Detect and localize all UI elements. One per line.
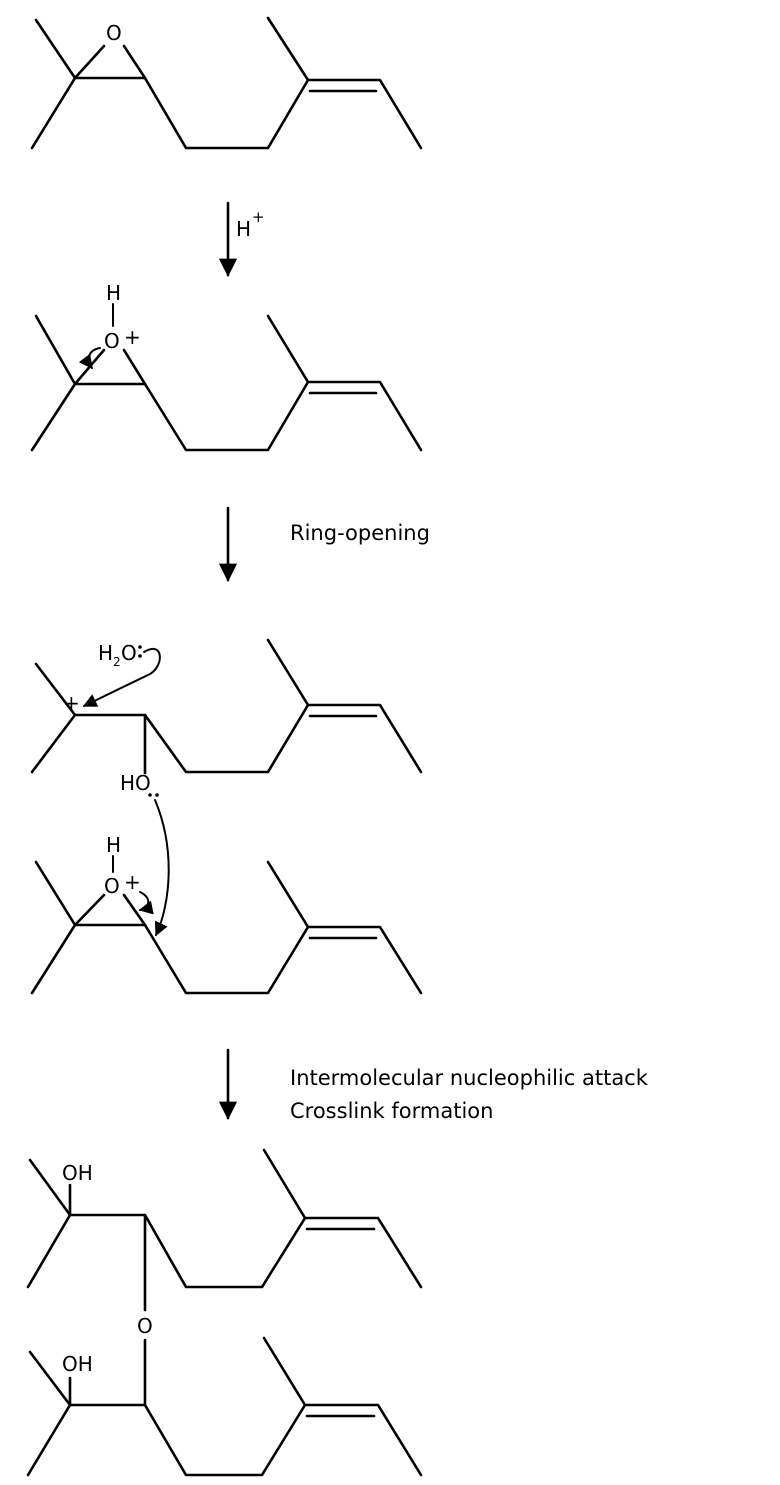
ether-oxygen: O — [137, 1314, 153, 1338]
oxonium-charge-2: + — [124, 870, 141, 894]
water-subscript: 2 — [113, 655, 121, 669]
oxonium-oxygen-2: O — [104, 874, 120, 898]
ring-opening-label: Ring-opening — [290, 521, 430, 545]
molecule-protonated-epoxide: H O + — [30, 281, 423, 452]
arrow-ring-opening: Ring-opening — [218, 506, 430, 582]
carbocation-charge: + — [63, 691, 80, 715]
molecule-crosslinked-lower: OH — [26, 1336, 423, 1477]
hydrogen: H — [106, 281, 121, 305]
crosslink-formation-label: Crosslink formation — [290, 1099, 493, 1123]
arrow-protonation: H + — [218, 201, 265, 277]
nucleophilic-attack-label: Intermolecular nucleophilic attack — [290, 1066, 649, 1090]
hydroxyl-oh-upper: OH — [62, 1161, 93, 1185]
epoxide-oxygen: O — [106, 21, 122, 45]
hydroxyl-ho: HO — [120, 771, 151, 795]
arrow-crosslink: Intermolecular nucleophilic attack Cross… — [218, 1048, 649, 1123]
water-o: O — [121, 641, 137, 665]
oxonium-oxygen: O — [104, 329, 120, 353]
oxonium-charge: + — [124, 325, 141, 349]
molecule-carbocation: + H 2 O HO — [30, 638, 423, 937]
reagent-h: H — [236, 217, 251, 241]
hydrogen-2: H — [106, 833, 121, 857]
reagent-h-charge: + — [252, 208, 265, 226]
molecule-crosslinked-upper: OH O — [26, 1148, 423, 1407]
water-h: H — [98, 641, 113, 665]
molecule-protonated-epoxide-2: H O + — [30, 833, 423, 995]
molecule-epoxide: O — [30, 16, 423, 150]
hydroxyl-oh-lower: OH — [62, 1352, 93, 1376]
